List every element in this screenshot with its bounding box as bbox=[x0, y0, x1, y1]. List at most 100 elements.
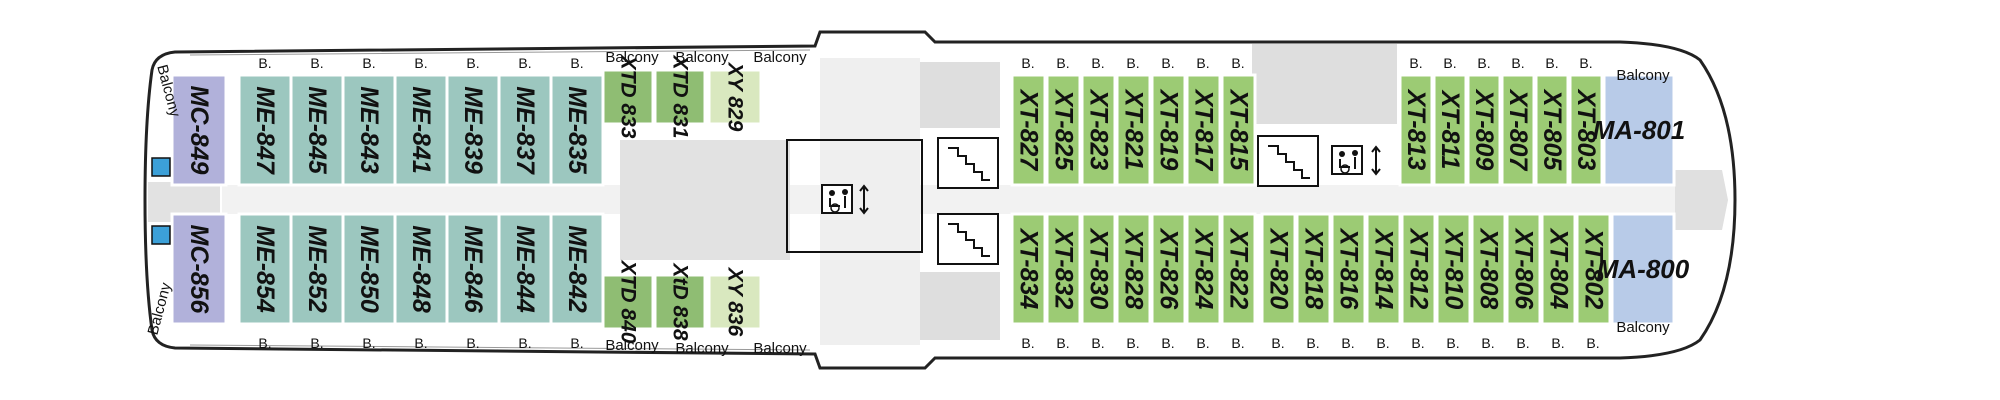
cabin-xt-810[interactable] bbox=[1435, 212, 1472, 326]
cabin-me-852[interactable] bbox=[289, 212, 345, 326]
balcony-marker-b: B. bbox=[1551, 335, 1564, 351]
stairs-icon bbox=[937, 137, 999, 189]
cabin-label: XT-827 bbox=[1015, 88, 1043, 172]
cabin-xt-819[interactable] bbox=[1150, 73, 1187, 187]
cabin-xtd-831[interactable] bbox=[653, 68, 707, 126]
cabin-xt-818[interactable] bbox=[1295, 212, 1332, 326]
cabin-mc-856[interactable] bbox=[170, 212, 228, 326]
cabin-xtd-840[interactable] bbox=[601, 273, 655, 331]
cabin-xt-808[interactable] bbox=[1470, 212, 1507, 326]
cabin-me-850[interactable] bbox=[341, 212, 397, 326]
staircase-hall bbox=[820, 58, 920, 345]
cabin-ma-801[interactable] bbox=[1602, 73, 1676, 187]
cabin-xt-814[interactable] bbox=[1365, 212, 1402, 326]
balcony-marker-b: B. bbox=[1411, 335, 1424, 351]
cabin-me-835[interactable] bbox=[549, 73, 605, 187]
cabin-label: XT-810 bbox=[1440, 227, 1468, 310]
cabin-xt-832[interactable] bbox=[1045, 212, 1082, 326]
balcony-marker-b: B. bbox=[1579, 55, 1592, 71]
cabin-xt-806[interactable] bbox=[1505, 212, 1542, 326]
cabin-xtd-833[interactable] bbox=[601, 68, 655, 126]
balcony-label: Balcony bbox=[753, 49, 807, 66]
cabin-xt-811[interactable] bbox=[1432, 73, 1468, 187]
cabin-label: XY 829 bbox=[724, 62, 747, 132]
cabin-xt-812[interactable] bbox=[1400, 212, 1437, 326]
balcony-marker-b: B. bbox=[310, 335, 323, 351]
balcony-label: Balcony bbox=[675, 340, 729, 357]
cabin-label: ME-845 bbox=[303, 86, 331, 175]
cabin-me-847[interactable] bbox=[237, 73, 293, 187]
cabin-xy-836[interactable] bbox=[707, 273, 763, 331]
cabin-xt-825[interactable] bbox=[1045, 73, 1082, 187]
cabin-me-854[interactable] bbox=[237, 212, 293, 326]
cabin-label: ME-841 bbox=[407, 86, 435, 174]
cabin-xt-807[interactable] bbox=[1500, 73, 1536, 187]
balcony-marker-b: B. bbox=[362, 55, 375, 71]
cabin-xt-823[interactable] bbox=[1080, 73, 1117, 187]
cabin-label: XT-817 bbox=[1190, 88, 1218, 172]
cabin-label: ME-846 bbox=[459, 225, 487, 314]
cabin-xt-821[interactable] bbox=[1115, 73, 1152, 187]
cabin-label: XTD 840 bbox=[617, 260, 640, 344]
cabin-label: ME-839 bbox=[459, 86, 487, 174]
cabin-me-843[interactable] bbox=[341, 73, 397, 187]
window-icon bbox=[151, 225, 171, 245]
cabin-label: XT-809 bbox=[1470, 88, 1498, 171]
cabin-xt-815[interactable] bbox=[1220, 73, 1257, 187]
cabin-xt-809[interactable] bbox=[1466, 73, 1502, 187]
cabin-xt-805[interactable] bbox=[1534, 73, 1570, 187]
balcony-marker-b: B. bbox=[1091, 55, 1104, 71]
cabins-layer bbox=[170, 68, 1676, 331]
cabin-xt-830[interactable] bbox=[1080, 212, 1117, 326]
cabin-xt-820[interactable] bbox=[1260, 212, 1297, 326]
cabin-xt-834[interactable] bbox=[1010, 212, 1047, 326]
cabin-xt-828[interactable] bbox=[1115, 212, 1152, 326]
balcony-marker-b: B. bbox=[258, 55, 271, 71]
balcony-marker-b: B. bbox=[1231, 335, 1244, 351]
cabin-label: XT-824 bbox=[1190, 227, 1218, 310]
balcony-marker-b: B. bbox=[414, 335, 427, 351]
hull-inner-line bbox=[189, 49, 811, 56]
cabin-label: XT-822 bbox=[1225, 227, 1253, 310]
cabin-label: XT-832 bbox=[1050, 227, 1078, 310]
cabin-label: XTD 833 bbox=[617, 55, 640, 139]
cabin-me-842[interactable] bbox=[549, 212, 605, 326]
balcony-label: Balcony bbox=[1616, 319, 1670, 336]
cabin-xt-813[interactable] bbox=[1398, 73, 1434, 187]
cabin-xt-826[interactable] bbox=[1150, 212, 1187, 326]
cabin-label: XT-830 bbox=[1085, 227, 1113, 310]
cabin-xt-827[interactable] bbox=[1010, 73, 1047, 187]
cabin-xt-817[interactable] bbox=[1185, 73, 1222, 187]
lounge-area bbox=[620, 140, 790, 260]
cabin-xtd-838[interactable] bbox=[653, 273, 707, 331]
cabin-label: ME-848 bbox=[407, 225, 435, 313]
cabin-me-846[interactable] bbox=[445, 212, 501, 326]
balcony-marker-b: B. bbox=[1409, 55, 1422, 71]
cabin-label: XT-819 bbox=[1155, 88, 1183, 171]
cabin-ma-800[interactable] bbox=[1610, 212, 1676, 326]
cabin-label: XT-805 bbox=[1538, 88, 1566, 172]
cabin-xy-829[interactable] bbox=[707, 68, 763, 126]
cabin-xt-822[interactable] bbox=[1220, 212, 1257, 326]
cabin-xt-816[interactable] bbox=[1330, 212, 1367, 326]
cabin-label: XT-804 bbox=[1545, 227, 1573, 310]
cabin-label: XT-807 bbox=[1504, 88, 1532, 172]
cabin-label: ME-842 bbox=[563, 225, 591, 313]
cabin-me-839[interactable] bbox=[445, 73, 501, 187]
cabin-label: XT-818 bbox=[1300, 227, 1328, 310]
cabin-mc-849[interactable] bbox=[170, 73, 228, 187]
cabin-label: ME-837 bbox=[511, 86, 539, 175]
cabin-xt-802[interactable] bbox=[1575, 212, 1612, 326]
cabin-label: XT-834 bbox=[1015, 227, 1043, 310]
balcony-label: Balcony bbox=[1616, 67, 1670, 84]
cabin-label: XT-812 bbox=[1405, 227, 1433, 310]
cabin-label: ME-850 bbox=[355, 225, 383, 313]
cabin-xt-824[interactable] bbox=[1185, 212, 1222, 326]
cabin-label: XT-803 bbox=[1572, 88, 1600, 171]
balcony-marker-b: B. bbox=[1196, 335, 1209, 351]
cabin-xt-803[interactable] bbox=[1568, 73, 1604, 187]
cabin-xt-804[interactable] bbox=[1540, 212, 1577, 326]
service-area-top bbox=[920, 62, 1000, 128]
cabin-label: XT-823 bbox=[1085, 88, 1113, 171]
